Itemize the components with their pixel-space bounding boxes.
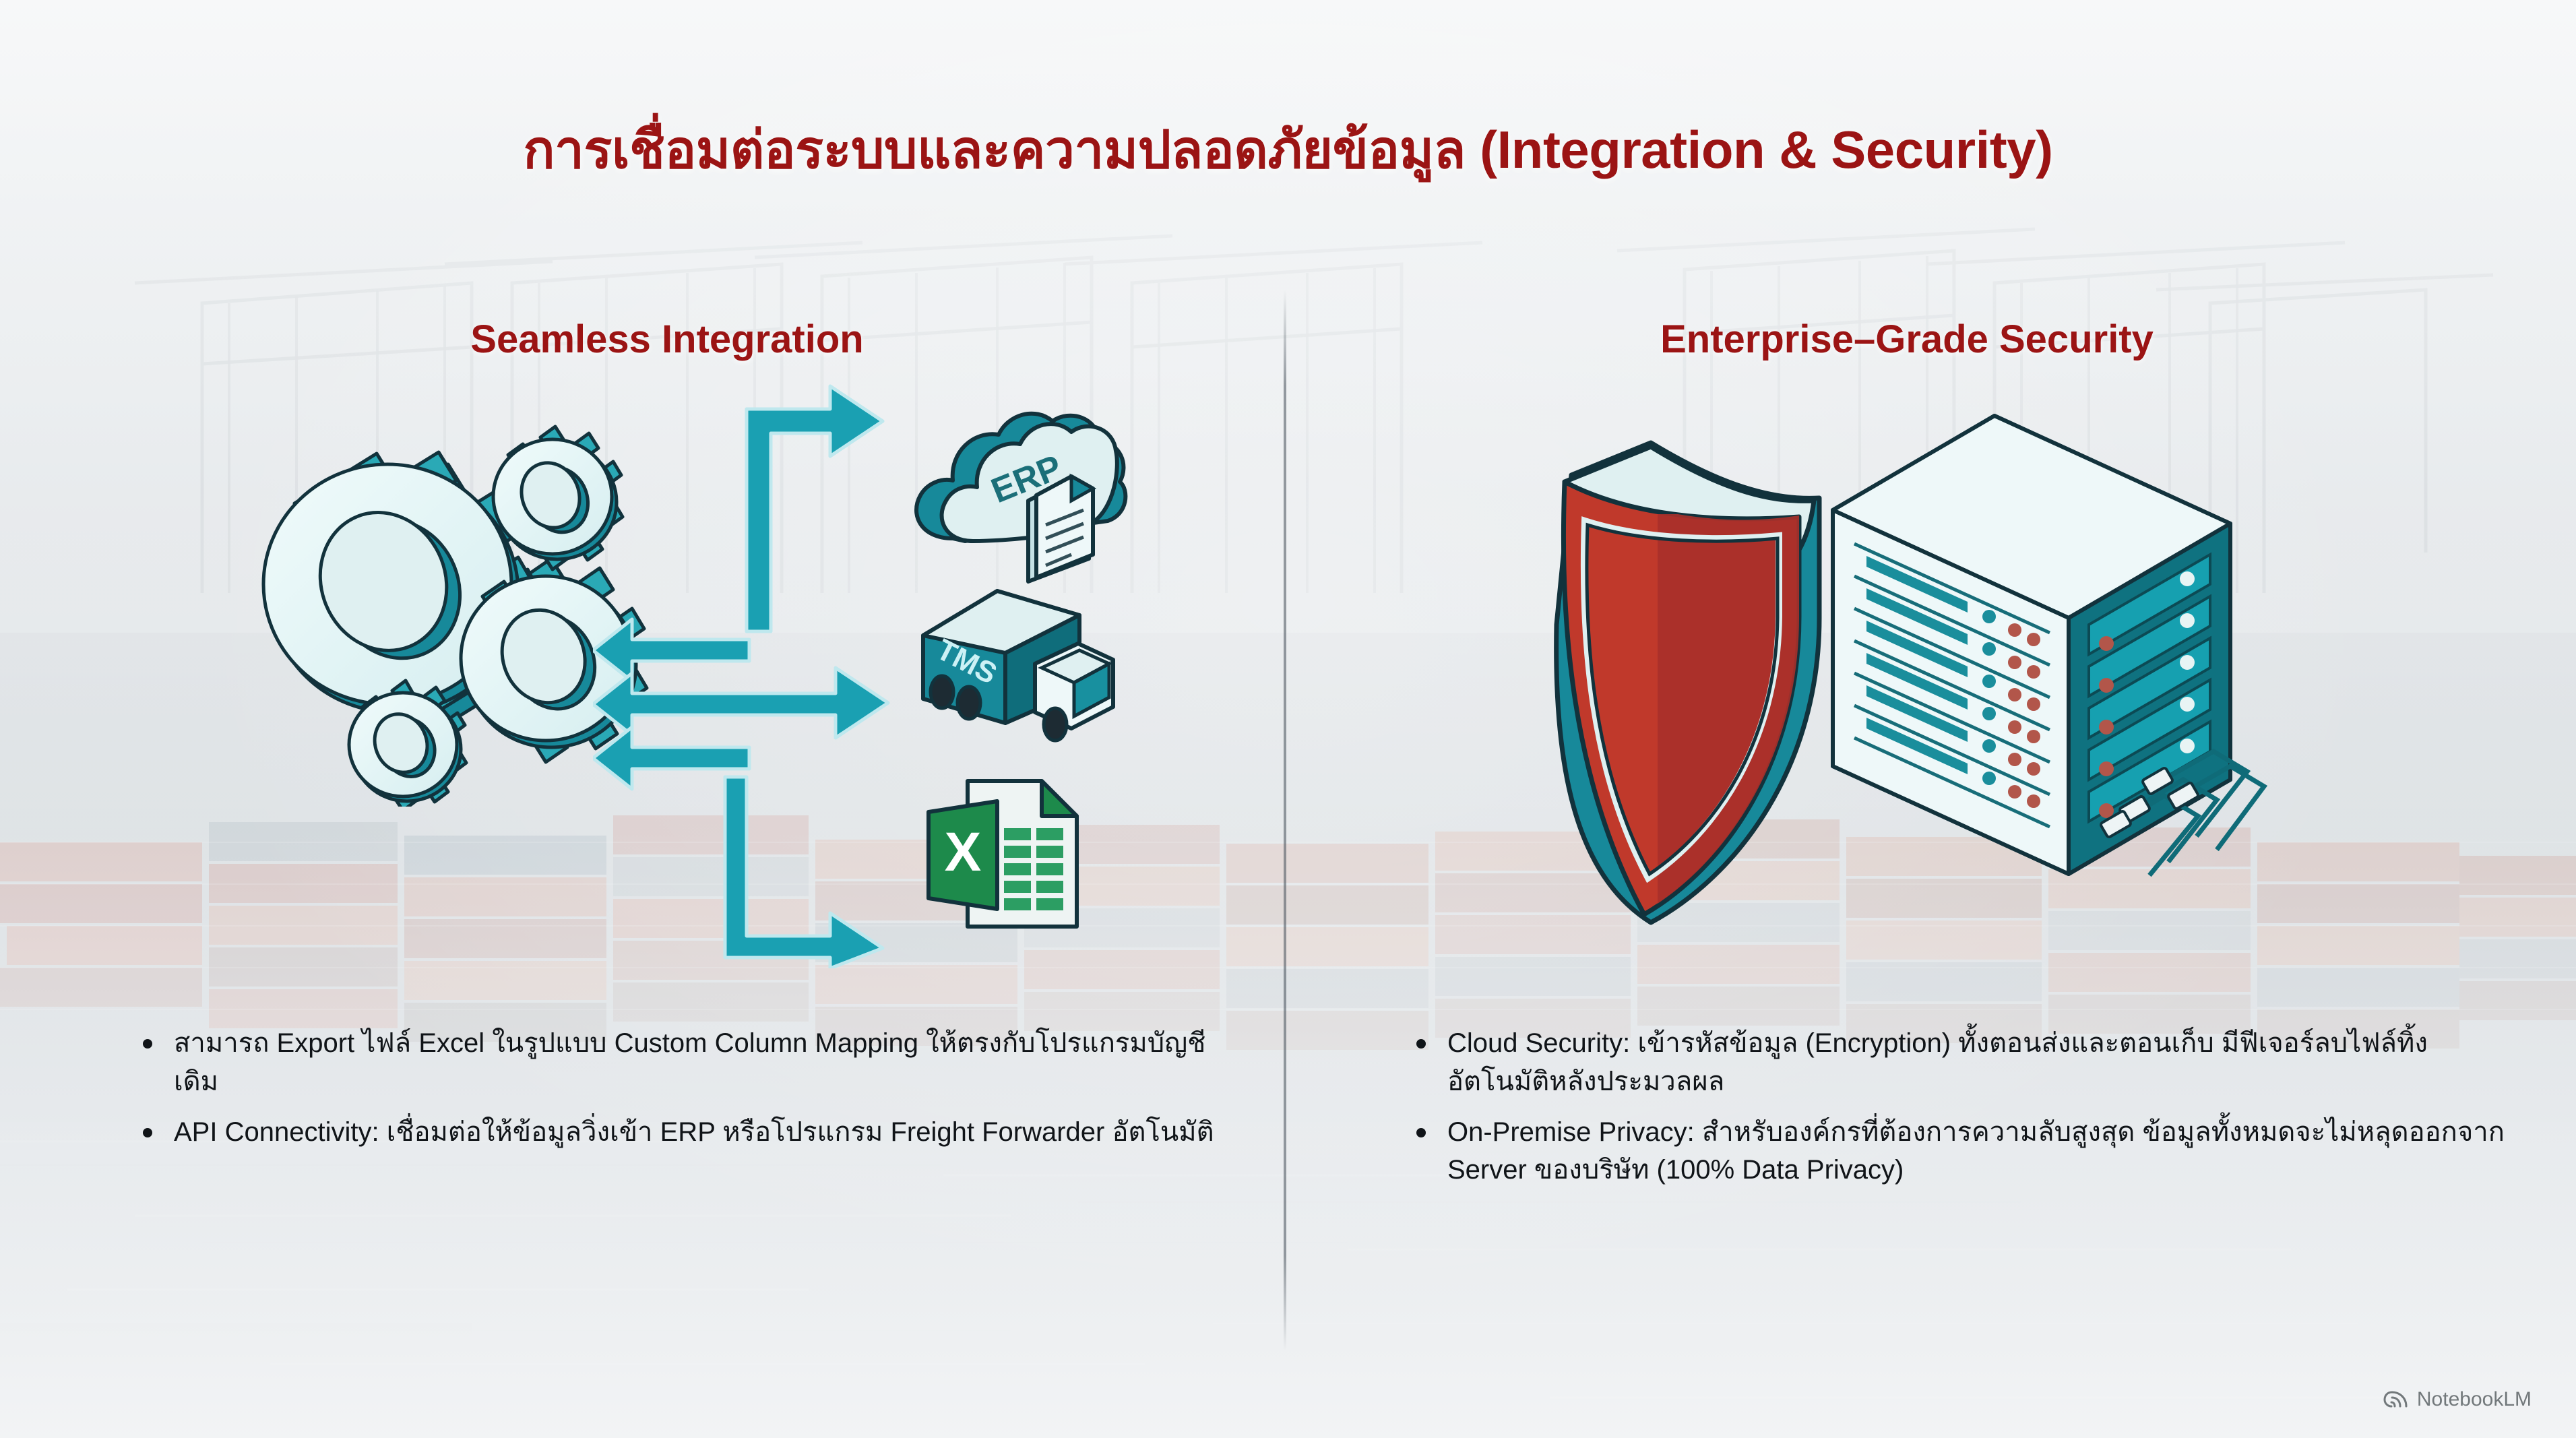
page-title: การเชื่อมต่อระบบและความปลอดภัยข้อมูล (In… bbox=[523, 120, 2053, 179]
arrow-down-right bbox=[723, 775, 885, 968]
notebooklm-label: NotebookLM bbox=[2416, 1388, 2532, 1410]
arrow-right-middle bbox=[593, 666, 890, 740]
tms-truck-icon: TMS bbox=[921, 589, 1115, 743]
red-shield-icon bbox=[1554, 440, 1822, 925]
bullet-text: API Connectivity: เชื่อมต่อให้ข้อมูลวิ่ง… bbox=[174, 1117, 1214, 1147]
list-item: สามารถ Export ไฟล์ Excel ในรูปแบบ Custom… bbox=[135, 1024, 1226, 1101]
bullet-dot-icon bbox=[143, 1127, 152, 1137]
flow-arrows bbox=[593, 384, 890, 968]
arrow-left-top bbox=[593, 617, 751, 683]
bullet-text: สามารถ Export ไฟล์ Excel ในรูปแบบ Custom… bbox=[174, 1028, 1206, 1096]
bullet-dot-icon bbox=[143, 1039, 152, 1049]
security-diagram bbox=[1321, 362, 2493, 1002]
list-item: On-Premise Privacy: สำหรับองค์กรที่ต้องก… bbox=[1408, 1113, 2520, 1190]
left-bullets: สามารถ Export ไฟล์ Excel ในรูปแบบ Custom… bbox=[135, 1024, 1226, 1163]
column-divider bbox=[1284, 290, 1286, 1351]
arrow-left-bottom bbox=[593, 725, 751, 791]
right-bullets: Cloud Security: เข้ารหัสข้อมูล (Encrypti… bbox=[1408, 1024, 2520, 1201]
bullet-dot-icon bbox=[1416, 1039, 1426, 1049]
excel-file-icon: X bbox=[926, 779, 1079, 929]
bullet-text: On-Premise Privacy: สำหรับองค์กรที่ต้องก… bbox=[1447, 1117, 2505, 1185]
server-rack-icon bbox=[1831, 414, 2268, 877]
left-column-heading: Seamless Integration bbox=[470, 317, 864, 361]
integration-diagram: ERP TMS bbox=[81, 362, 1253, 1002]
gears-icon bbox=[261, 425, 649, 807]
erp-cloud-icon: ERP bbox=[914, 411, 1128, 584]
list-item: Cloud Security: เข้ารหัสข้อมูล (Encrypti… bbox=[1408, 1024, 2520, 1101]
notebooklm-watermark: NotebookLM bbox=[2383, 1388, 2532, 1411]
excel-file-label: X bbox=[945, 821, 982, 883]
right-column: Enterprise–Grade Security bbox=[1321, 317, 2493, 1002]
security-icons-group bbox=[1554, 414, 2268, 925]
arrow-up-right bbox=[745, 384, 885, 633]
left-column: Seamless Integration bbox=[81, 317, 1253, 1002]
integration-targets: ERP TMS bbox=[876, 362, 1172, 982]
right-column-heading: Enterprise–Grade Security bbox=[1660, 317, 2154, 361]
list-item: API Connectivity: เชื่อมต่อให้ข้อมูลวิ่ง… bbox=[135, 1113, 1226, 1152]
bullet-text: Cloud Security: เข้ารหัสข้อมูล (Encrypti… bbox=[1447, 1028, 2428, 1096]
notebooklm-icon bbox=[2383, 1391, 2408, 1408]
bullet-dot-icon bbox=[1416, 1127, 1426, 1137]
